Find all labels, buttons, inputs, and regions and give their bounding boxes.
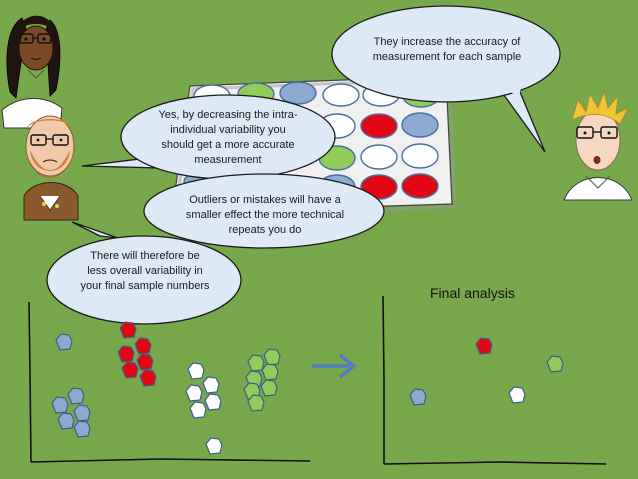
bubble-outliers-text: Outliers or mistakes will have a smaller… [185,194,345,236]
bubble-accuracy-text: They increase the accuracy of measuremen… [372,36,522,63]
sample-blue [55,333,73,351]
bubble-accuracy [331,5,561,153]
final-sample-white [508,386,526,404]
sample-green [247,354,265,372]
sample-white [189,401,207,419]
final-sample-red [475,337,493,355]
scientist-bearded-man-icon [23,115,79,221]
raw-data-plot [28,301,311,463]
sample-red [136,353,154,371]
final-analysis-title: Final analysis [430,285,515,301]
bubble-outliers [143,173,385,249]
sample-red [121,361,139,379]
sample-green [260,379,278,397]
bubble-variability-text: Yes, by decreasing the intra-individual … [158,109,298,166]
sample-blue [67,387,85,405]
sample-green [247,394,265,412]
sample-blue [73,404,91,422]
scientist-blond-man-icon [563,90,633,201]
sample-white [205,437,223,455]
sample-white [204,393,222,411]
sample-red [139,369,157,387]
final-sample-green [546,355,564,373]
final-analysis-plot [382,295,607,465]
sample-red [117,345,135,363]
right-arrow-icon [312,353,357,379]
bubble-overall-text: There will therefore be less overall var… [80,250,210,292]
sample-red [119,321,137,339]
sample-white [202,376,220,394]
sample-blue [51,396,69,414]
final-sample-blue [409,388,427,406]
sample-white [187,362,205,380]
bubble-overall [46,221,242,325]
scientist-woman-icon [1,15,63,129]
sample-green [261,363,279,381]
sample-green [263,348,281,366]
sample-white [185,384,203,402]
sample-blue [57,412,75,430]
sample-red [134,337,152,355]
sample-blue [73,420,91,438]
